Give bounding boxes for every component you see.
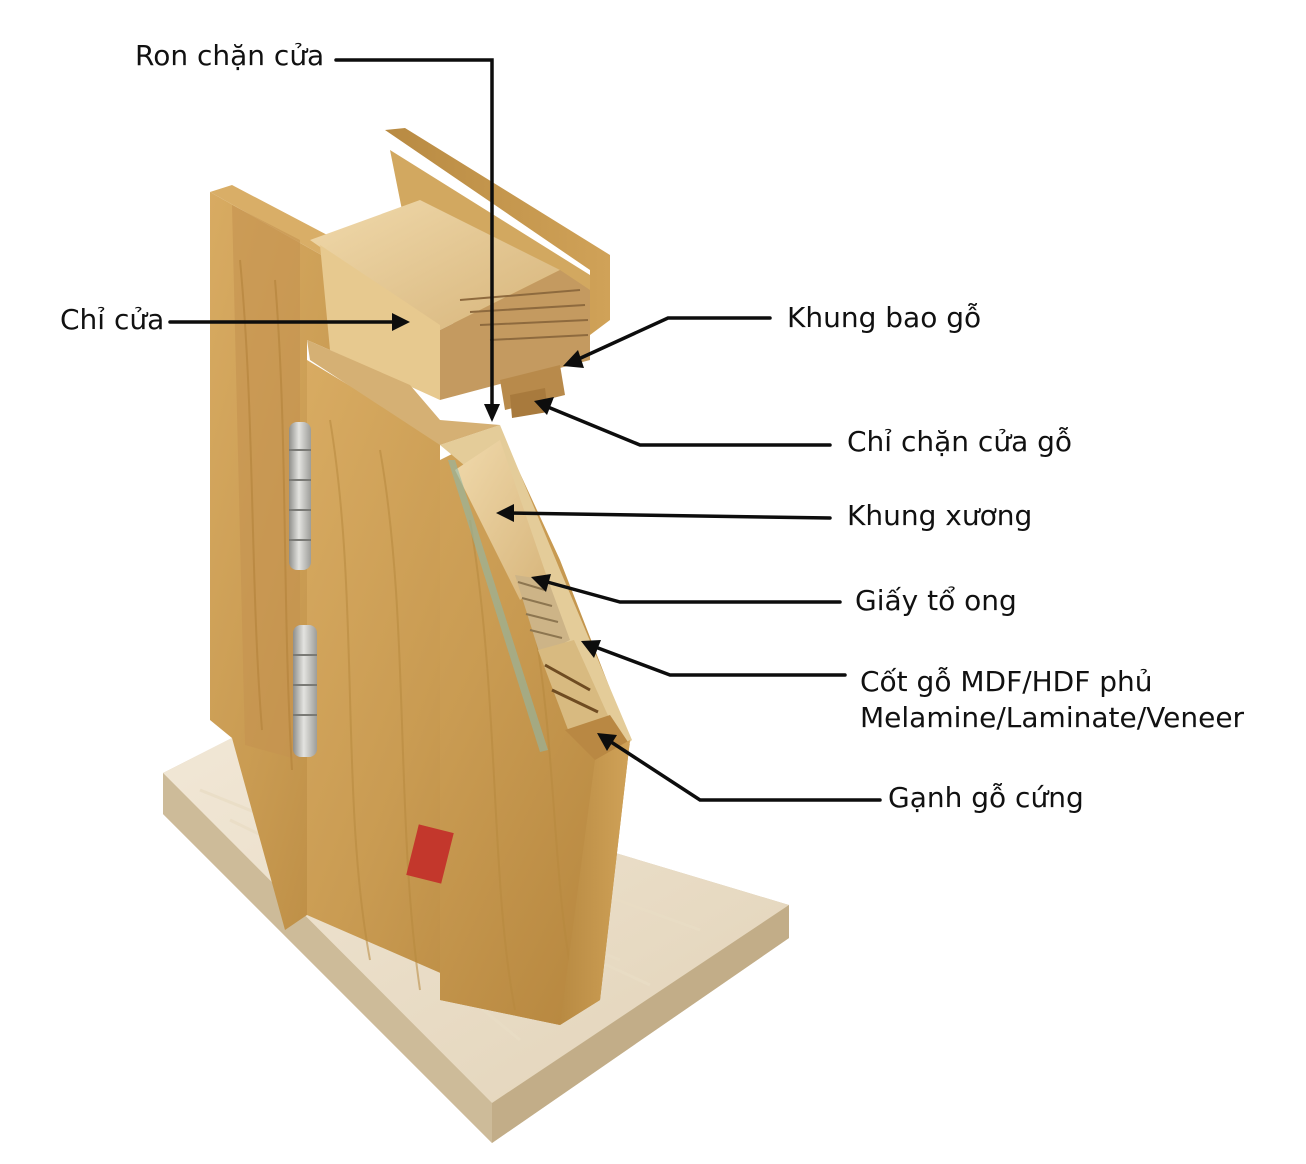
arrow-chi-chan-cua-go [534, 397, 554, 415]
label-chi-chan-cua-go: Chỉ chặn cửa gỗ [847, 425, 1073, 458]
door-leaf [307, 360, 630, 1025]
label-khung-xuong: Khung xương [847, 499, 1033, 532]
leader-khung-xuong [503, 511, 832, 520]
door-cut-edge [440, 425, 632, 1025]
leader-giay-to-ong [538, 578, 842, 604]
arrow-khung-xuong [496, 504, 514, 522]
arrow-heads [392, 313, 617, 751]
hinge-lower [293, 625, 317, 757]
label-chi-cua: Chỉ cửa [60, 303, 165, 336]
leader-ron-chan-cua [334, 58, 494, 414]
arrow-chi-cua [392, 313, 410, 331]
leader-cot-go [588, 643, 847, 677]
leader-ganh-go-cung [603, 736, 882, 802]
label-khung-bao-go: Khung bao gỗ [787, 301, 982, 334]
label-ganh-go-cung: Gạnh gỗ cứng [888, 781, 1084, 814]
label-giay-to-ong: Giấy tổ ong [855, 584, 1017, 617]
leader-chi-chan-cua-go [541, 403, 832, 447]
arrow-khung-bao-go [563, 350, 584, 368]
arrow-cot-go [581, 640, 601, 658]
arrow-giay-to-ong [531, 574, 551, 592]
hinge-upper [289, 422, 311, 570]
arrow-ganh-go-cung [597, 733, 617, 751]
arrow-ron-chan-cua [484, 404, 500, 422]
label-cot-go-mdf-hdf: Cốt gỗ MDF/HDF phủ Melamine/Laminate/Ven… [860, 665, 1245, 734]
leader-khung-bao-go [570, 316, 772, 364]
leader-lines [168, 58, 882, 802]
label-ron-chan-cua: Ron chặn cửa [135, 39, 325, 72]
brand-tag [406, 824, 454, 884]
